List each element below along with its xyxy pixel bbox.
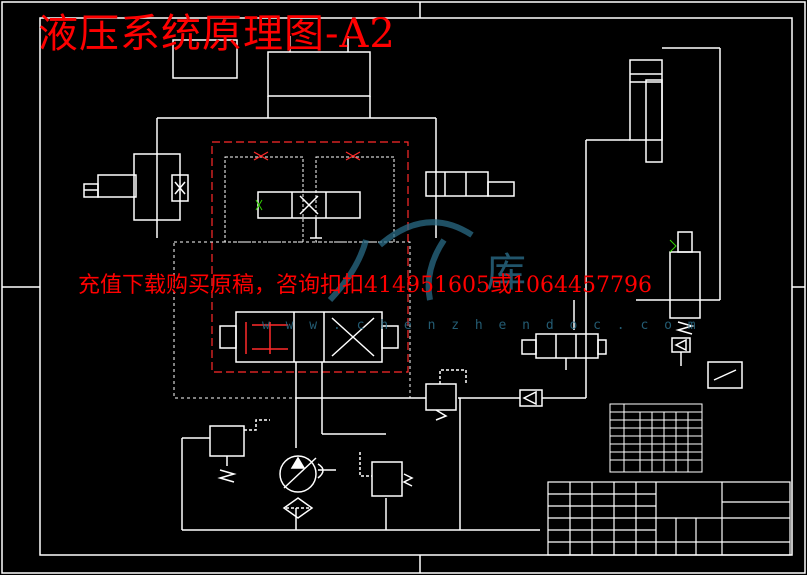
pressure-relief-valve-bottom-left	[209, 419, 270, 483]
green-symbols	[255, 199, 677, 253]
drawing-title: 液压系统原理图-A2	[38, 11, 396, 57]
unloading-valve	[359, 452, 414, 497]
relief-valve-left	[83, 153, 189, 221]
watermark-logo-glyph: 库	[486, 250, 526, 296]
sequence-valve	[425, 369, 467, 421]
pilot-directional-valve-right	[521, 333, 607, 370]
hydraulic-pump	[279, 455, 336, 493]
hydraulic-cylinder	[629, 59, 663, 163]
right-valve-stack	[669, 231, 701, 366]
main-valve-red-marks	[245, 322, 288, 354]
filter	[282, 497, 314, 519]
check-valve	[519, 389, 543, 407]
main-directional-valve	[219, 311, 399, 363]
sequence-table	[609, 403, 703, 473]
dashed-enclosure	[173, 241, 411, 399]
watermark-url: w w w . c h e n z h e n d o c . c o m	[262, 318, 700, 333]
pilot-directional-valve	[257, 191, 361, 239]
title-block	[547, 481, 791, 556]
pilot-check-valves	[224, 156, 395, 243]
red-dashed-outline	[211, 141, 409, 373]
watermark-logo	[327, 219, 474, 303]
download-banner: 充值下载购买原稿，咨询扣扣414951605或1064457796	[78, 273, 652, 298]
pipework	[181, 47, 721, 531]
relief-valve-right	[425, 171, 515, 197]
pressure-switch	[707, 361, 743, 389]
top-fixture	[156, 36, 437, 238]
